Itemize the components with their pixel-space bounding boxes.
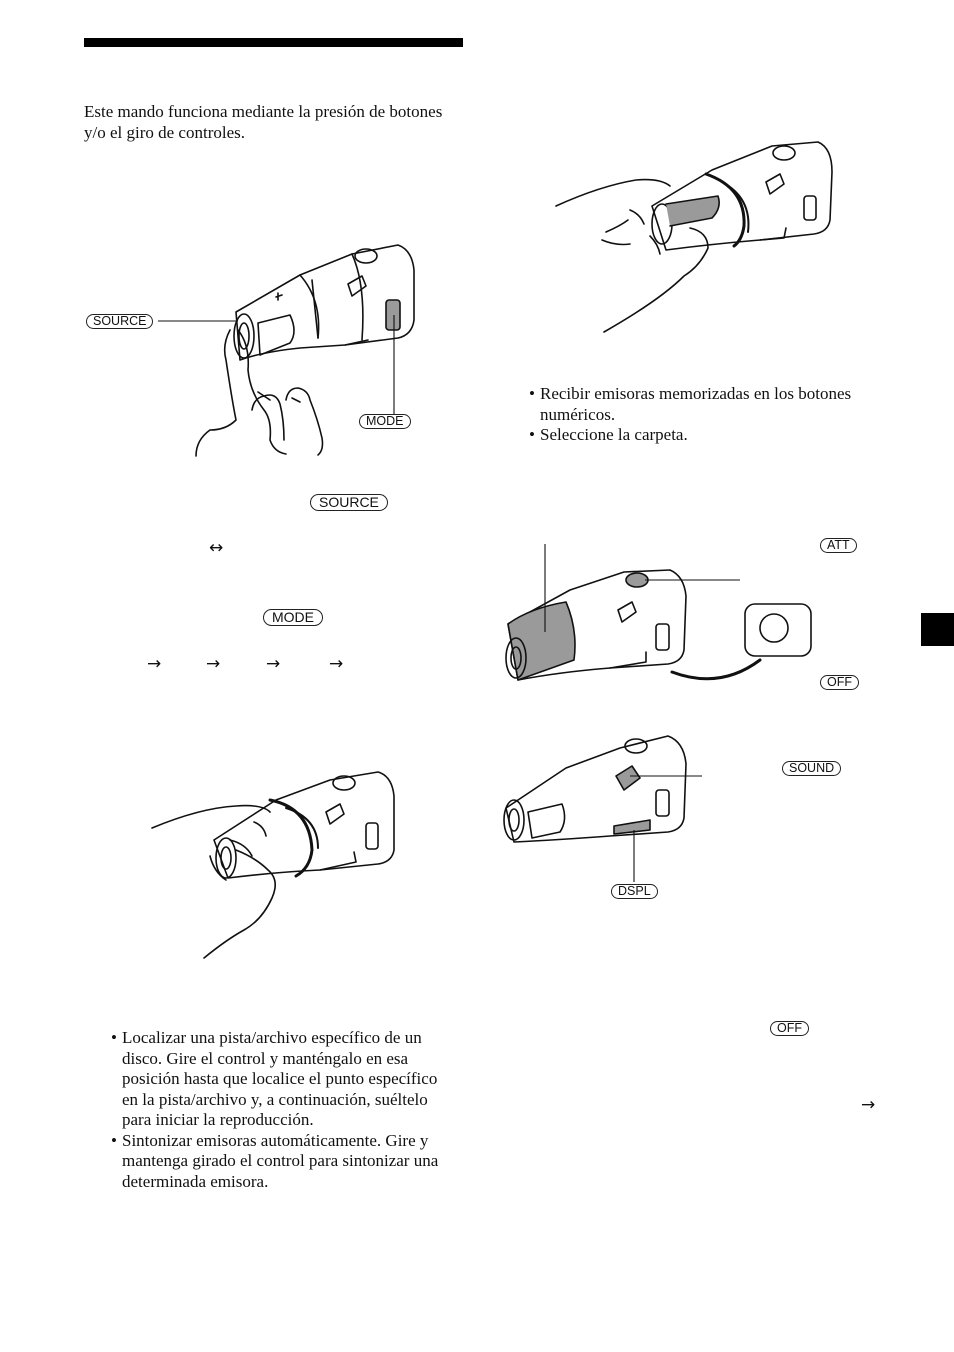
left-bullet-list: Localizar una pista/archivo específico d… (111, 1028, 457, 1192)
list-item: Recibir emisoras memorizadas en los boto… (529, 384, 869, 425)
off-button-label: OFF (820, 675, 859, 690)
right-arrow: → (861, 1095, 876, 1115)
source-button-label: SOURCE (86, 314, 154, 329)
sound-button-label: SOUND (782, 761, 842, 776)
dspl-button-label: DSPL (611, 884, 658, 899)
double-arrow: ↔ (209, 538, 224, 558)
list-item: Localizar una pista/archivo específico d… (111, 1028, 457, 1131)
off-button-ref: OFF (770, 1021, 809, 1036)
right-bullet-list: Recibir emisoras memorizadas en los boto… (529, 384, 869, 446)
sequence-arrow-4: → (329, 654, 344, 674)
header-rule (84, 38, 463, 47)
section-tab (921, 613, 954, 646)
source-button-ref: SOURCE (310, 494, 388, 511)
sequence-arrow-1: → (147, 654, 162, 674)
intro-text: Este mando funciona mediante la presión … (84, 102, 443, 142)
list-item: Seleccione la carpeta. (529, 425, 869, 446)
sequence-arrow-2: → (206, 654, 221, 674)
att-button-label: ATT (820, 538, 857, 553)
mode-button-label: MODE (359, 414, 411, 429)
mode-button-ref: MODE (263, 609, 323, 626)
list-item: Sintonizar emisoras automáticamente. Gir… (111, 1131, 457, 1193)
sequence-arrow-3: → (266, 654, 281, 674)
